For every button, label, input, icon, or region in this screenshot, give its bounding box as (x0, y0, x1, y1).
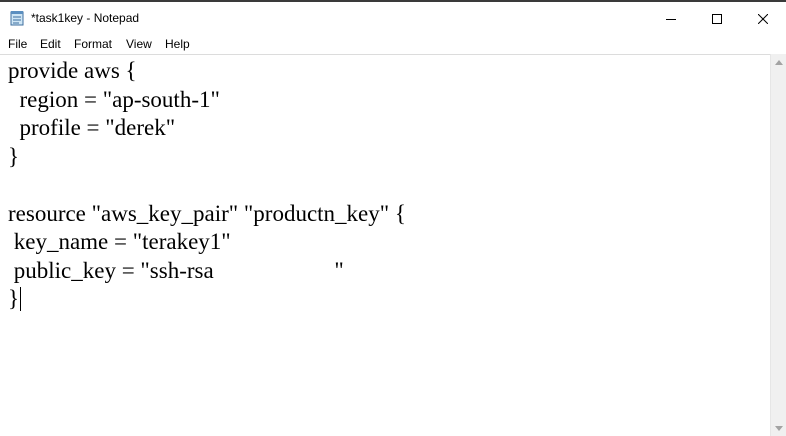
vertical-scrollbar[interactable] (770, 54, 786, 436)
close-button[interactable] (740, 2, 786, 35)
editor-content[interactable]: provide aws { region = "ap-south-1" prof… (8, 57, 406, 314)
close-icon (758, 13, 768, 24)
editor-text: provide aws { region = "ap-south-1" prof… (8, 58, 406, 311)
window-top-edge (0, 0, 786, 2)
title-bar[interactable]: *task1key - Notepad (0, 0, 786, 35)
menu-bar: File Edit Format View Help (0, 35, 786, 54)
window-title: *task1key - Notepad (31, 11, 140, 25)
menu-format[interactable]: Format (74, 37, 113, 51)
menu-edit[interactable]: Edit (40, 37, 61, 51)
maximize-icon (712, 13, 722, 24)
minimize-button[interactable] (648, 2, 694, 35)
text-editor[interactable]: provide aws { region = "ap-south-1" prof… (0, 54, 770, 436)
text-caret (20, 287, 22, 311)
menu-help[interactable]: Help (165, 37, 190, 51)
scroll-down-arrow-icon[interactable] (775, 426, 783, 431)
menu-view[interactable]: View (126, 37, 152, 51)
minimize-icon (666, 18, 676, 20)
menu-file[interactable]: File (8, 37, 28, 51)
maximize-button[interactable] (694, 2, 740, 35)
notepad-icon (10, 11, 24, 26)
scroll-up-arrow-icon[interactable] (775, 60, 783, 65)
